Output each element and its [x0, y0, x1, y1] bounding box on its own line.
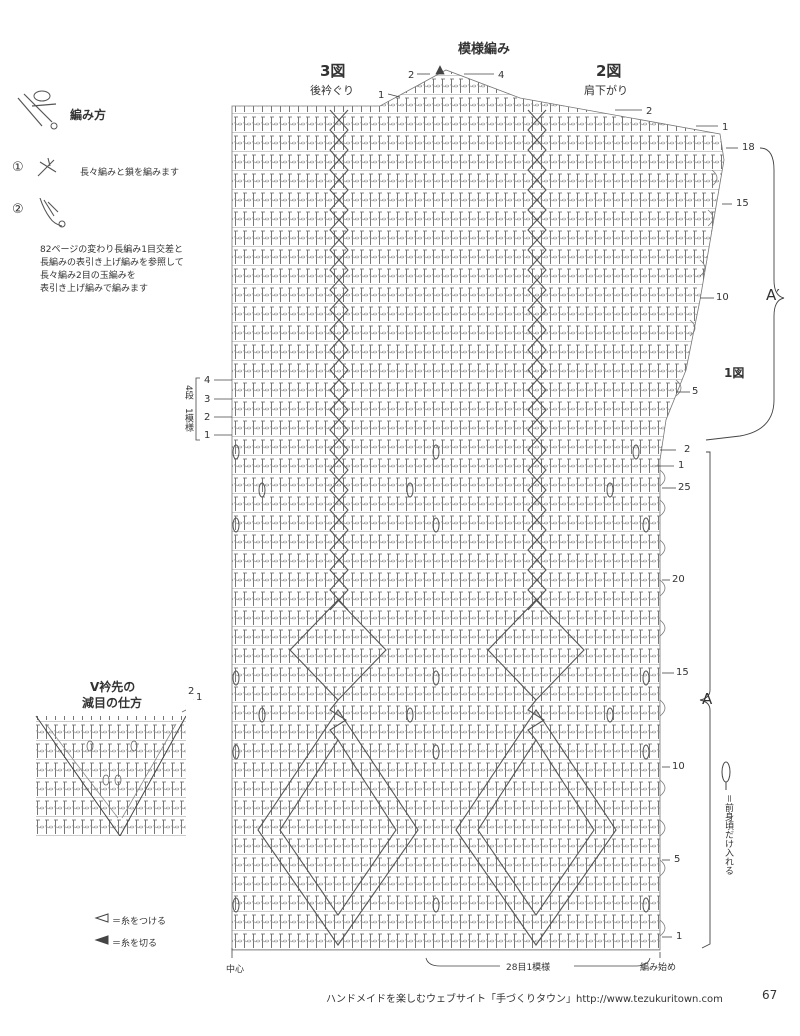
right-row-lower: 25 [678, 482, 691, 493]
right-row-upper: 5 [692, 386, 699, 397]
legend-note-line: 82ページの変わり長編み1目交差と [40, 245, 183, 255]
left-row-label: 3 [204, 394, 211, 405]
right-row-mid: 2 [684, 444, 691, 455]
legend-step2-icon [39, 197, 66, 228]
legend-note-line: 長編みの表引き上げ編みを参照して [40, 258, 184, 268]
top-marker-2-left: 2 [408, 70, 415, 81]
right-row-upper: 18 [742, 142, 755, 153]
start-label: 編み始め [640, 963, 677, 973]
bracket-a: A [702, 690, 713, 708]
legend-note-line: 表引き上げ編みで編みます [40, 284, 149, 294]
legend-stitch-icon [17, 90, 58, 130]
front-only-note: ＝前身頃だけ入れる [723, 794, 733, 876]
right-row-lower: 1 [676, 931, 683, 942]
left-row-label: 4 [204, 375, 211, 386]
page-number: 67 [762, 988, 778, 1002]
top-marker-4-right: 4 [498, 70, 505, 81]
right-row-upper: 15 [736, 198, 749, 209]
left-row-caption-repeat: 1模様 [183, 408, 193, 432]
pattern-title: 模様編み [458, 42, 511, 57]
legend-note: 82ページの変わり長編み1目交差と 長編みの表引き上げ編みを参照して 長々編み2… [40, 244, 184, 296]
top-marker-2-right: 2 [646, 106, 653, 117]
attach-yarn-text: ＝糸をつける [112, 917, 167, 927]
cut-yarn-text: ＝糸を切る [112, 939, 158, 949]
right-row-lower: 5 [674, 854, 681, 865]
figure-2-caption: 肩下がり [584, 84, 628, 97]
figure-2-label: 2図 [596, 62, 622, 80]
footer-text: ハンドメイドを楽しむウェブサイト「手づくりタウン」http://www.tezu… [326, 994, 723, 1005]
figure-1-label: 1図 [724, 366, 745, 380]
legend-note-line: 長々編み2目の玉編みを [40, 271, 136, 281]
left-row-caption-rows: 4段 [183, 385, 193, 400]
center-label: 中心 [226, 965, 245, 975]
right-row-upper: 10 [716, 292, 729, 303]
left-row-label: 2 [204, 412, 211, 423]
right-row-lower: 10 [672, 761, 685, 772]
v-neck-row-2: 2 [188, 686, 195, 697]
left-row-label: 1 [204, 430, 211, 441]
legend-step1-icon [37, 157, 57, 177]
v-neck-row-1: 1 [196, 692, 203, 703]
top-marker-1-left: 1 [378, 90, 385, 101]
legend-step1-number: ① [12, 160, 24, 175]
right-row-lower: 20 [672, 574, 685, 585]
top-marker-1-right: 1 [722, 122, 729, 133]
figure-3-label: 3図 [320, 62, 346, 80]
bracket-a-prime: A′ [766, 286, 780, 304]
right-row-mid: 1 [678, 460, 685, 471]
legend-step1-text: 長々編みと鎖を編みます [80, 168, 180, 178]
v-neck-title-2: 減目の仕方 [82, 696, 143, 710]
figure-3-caption: 後衿ぐり [310, 84, 354, 97]
legend-title: 編み方 [70, 108, 107, 122]
v-neck-title-1: V衿先の [90, 680, 136, 694]
right-row-lower: 15 [676, 667, 689, 678]
legend-step2-number: ② [12, 202, 24, 217]
repeat-label: 28目1模様 [506, 963, 551, 973]
